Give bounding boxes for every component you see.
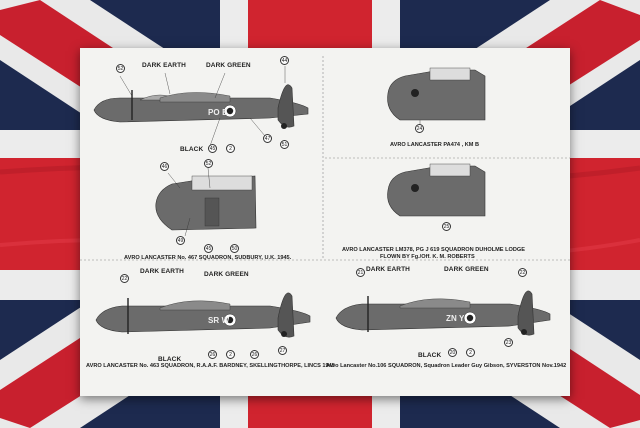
a1-callout-3: 45	[208, 144, 217, 153]
a5-black-label: BLACK	[158, 356, 182, 363]
a1-callout-6: 51	[280, 140, 289, 149]
a5-callout-2: 26	[208, 350, 217, 359]
a6-callout-4: 2	[466, 348, 475, 357]
a6-dark-green-label: DARK GREEN	[444, 266, 489, 273]
a1-callout-5: 47	[263, 134, 272, 143]
lancaster-profile-4	[387, 163, 486, 217]
a1-callout-4: 2	[226, 144, 235, 153]
a1-callout-1: 52	[116, 64, 125, 73]
a3-callout-4: 45	[204, 244, 213, 253]
a6-callout-1: 21	[356, 268, 365, 277]
a5-code-letters: SR W	[208, 316, 230, 325]
a6-callout-2: 22	[518, 268, 527, 277]
a1-code-letters: PO E	[208, 108, 228, 117]
a3-caption: AVRO LANCASTER No. 467 SQUADRON, SUDBURY…	[124, 255, 292, 261]
a6-callout-5: 23	[504, 338, 513, 347]
a1-black-label: BLACK	[180, 146, 204, 153]
a5-dark-earth-label: DARK EARTH	[140, 268, 184, 275]
a1-dark-green-label: DARK GREEN	[206, 62, 251, 69]
lancaster-profile-3	[155, 167, 257, 237]
a6-caption: Avro Lancaster No.106 SQUADRON, Squadron…	[326, 363, 567, 369]
a5-callout-1: 22	[120, 274, 129, 283]
a5-callout-3: 2	[226, 350, 235, 359]
lancaster-profile-5	[95, 292, 311, 338]
aircraft-profiles-drawing	[80, 56, 570, 338]
a3-callout-1: 46	[160, 162, 169, 171]
a4-caption-line-1: AVRO LANCASTER LM378, PG J 619 SQUADRON …	[342, 247, 525, 253]
a6-black-label: BLACK	[418, 352, 442, 359]
lancaster-profile-6	[335, 290, 551, 336]
a6-callout-3: 20	[448, 348, 457, 357]
a5-caption: AVRO LANCASTER No. 463 SQUADRON, R.A.A.F…	[86, 363, 335, 369]
a6-dark-earth-label: DARK EARTH	[366, 266, 410, 273]
a2-callout-1: 24	[415, 124, 424, 133]
decal-instruction-sheet: DARK EARTH DARK GREEN BLACK PO E 52 44 4…	[80, 48, 570, 396]
a4-caption-line-2: FLOWN BY Fg./Off. K. M. ROBERTS	[380, 254, 475, 260]
a3-callout-2: 52	[204, 159, 213, 168]
a6-code-letters: ZN Y	[446, 314, 465, 323]
a1-callout-2: 44	[280, 56, 289, 65]
a3-callout-5: 50	[230, 244, 239, 253]
lancaster-profile-1	[93, 66, 309, 147]
a5-callout-4: 26	[250, 350, 259, 359]
a3-callout-3: 49	[176, 236, 185, 245]
a2-caption: AVRO LANCASTER PA474 , KM B	[390, 142, 479, 148]
lancaster-profile-2	[387, 67, 486, 126]
a5-callout-5: 27	[278, 346, 287, 355]
a5-dark-green-label: DARK GREEN	[204, 271, 249, 278]
a4-callout-1: 25	[442, 222, 451, 231]
a1-dark-earth-label: DARK EARTH	[142, 62, 186, 69]
